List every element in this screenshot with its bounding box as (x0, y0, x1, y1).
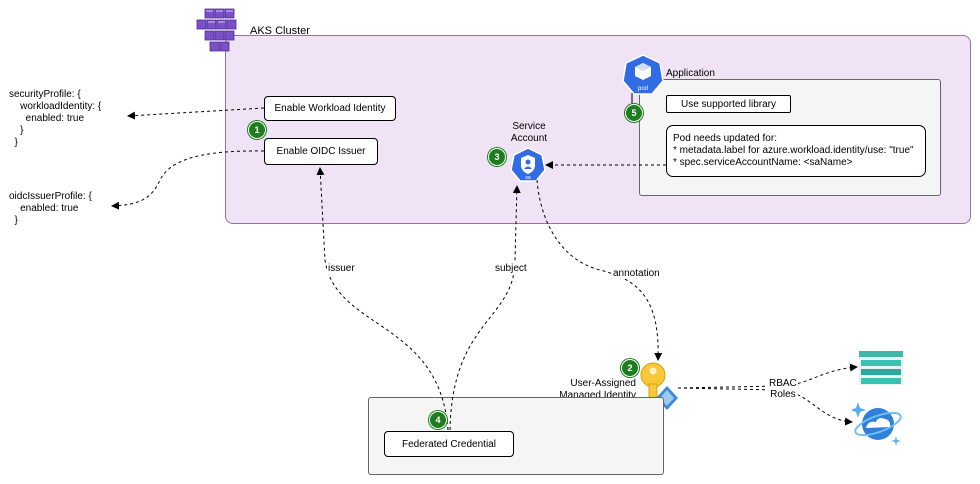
enable-workload-identity-box: Enable Workload Identity (264, 96, 396, 121)
step-badge-2: 2 (621, 359, 639, 377)
managed-identity-label: User-Assigned Managed Identity (559, 378, 636, 401)
step-badge-5: 5 (625, 104, 643, 122)
kubernetes-service-account-icon: sa (510, 147, 546, 183)
annotation-edge-label: annotation (612, 268, 661, 279)
edge-workload-to-security (127, 107, 265, 120)
oidc-issuer-profile-note: oidcIssuerProfile: { enabled: true } (9, 191, 92, 226)
storage-account-icon (859, 351, 903, 385)
issuer-edge-label: issuer (327, 263, 356, 274)
edge-subject (449, 185, 521, 431)
sa-icon-label: sa (525, 175, 531, 181)
service-account-label: Service Account (510, 121, 548, 144)
federated-credential-box: Federated Credential (384, 431, 514, 457)
rbac-roles-edge-label: RBAC Roles (768, 378, 798, 400)
edge-oidc-to-profile (111, 150, 265, 210)
kubernetes-pod-icon: pod (622, 54, 664, 96)
step-badge-4: 4 (429, 411, 447, 429)
edge-annotation (536, 179, 663, 361)
step-badge-3: 3 (488, 148, 506, 166)
step-badge-1: 1 (248, 121, 266, 139)
cosmos-db-icon (852, 398, 904, 448)
use-supported-library-box: Use supported library (666, 95, 791, 113)
cluster-title: AKS Cluster (250, 25, 310, 37)
edge-issuer (316, 167, 449, 431)
enable-oidc-issuer-box: Enable OIDC Issuer (264, 138, 378, 165)
security-profile-note: securityProfile: { workloadIdentity: { e… (9, 89, 102, 148)
pod-icon-label: pod (638, 86, 648, 92)
edge-rbac-cosmos (677, 387, 853, 426)
pod-needs-box: Pod needs updated for: * metadata.label … (666, 125, 926, 177)
application-title: Application (666, 68, 715, 79)
aks-cubes-icon (196, 8, 244, 52)
subject-edge-label: subject (494, 263, 528, 274)
